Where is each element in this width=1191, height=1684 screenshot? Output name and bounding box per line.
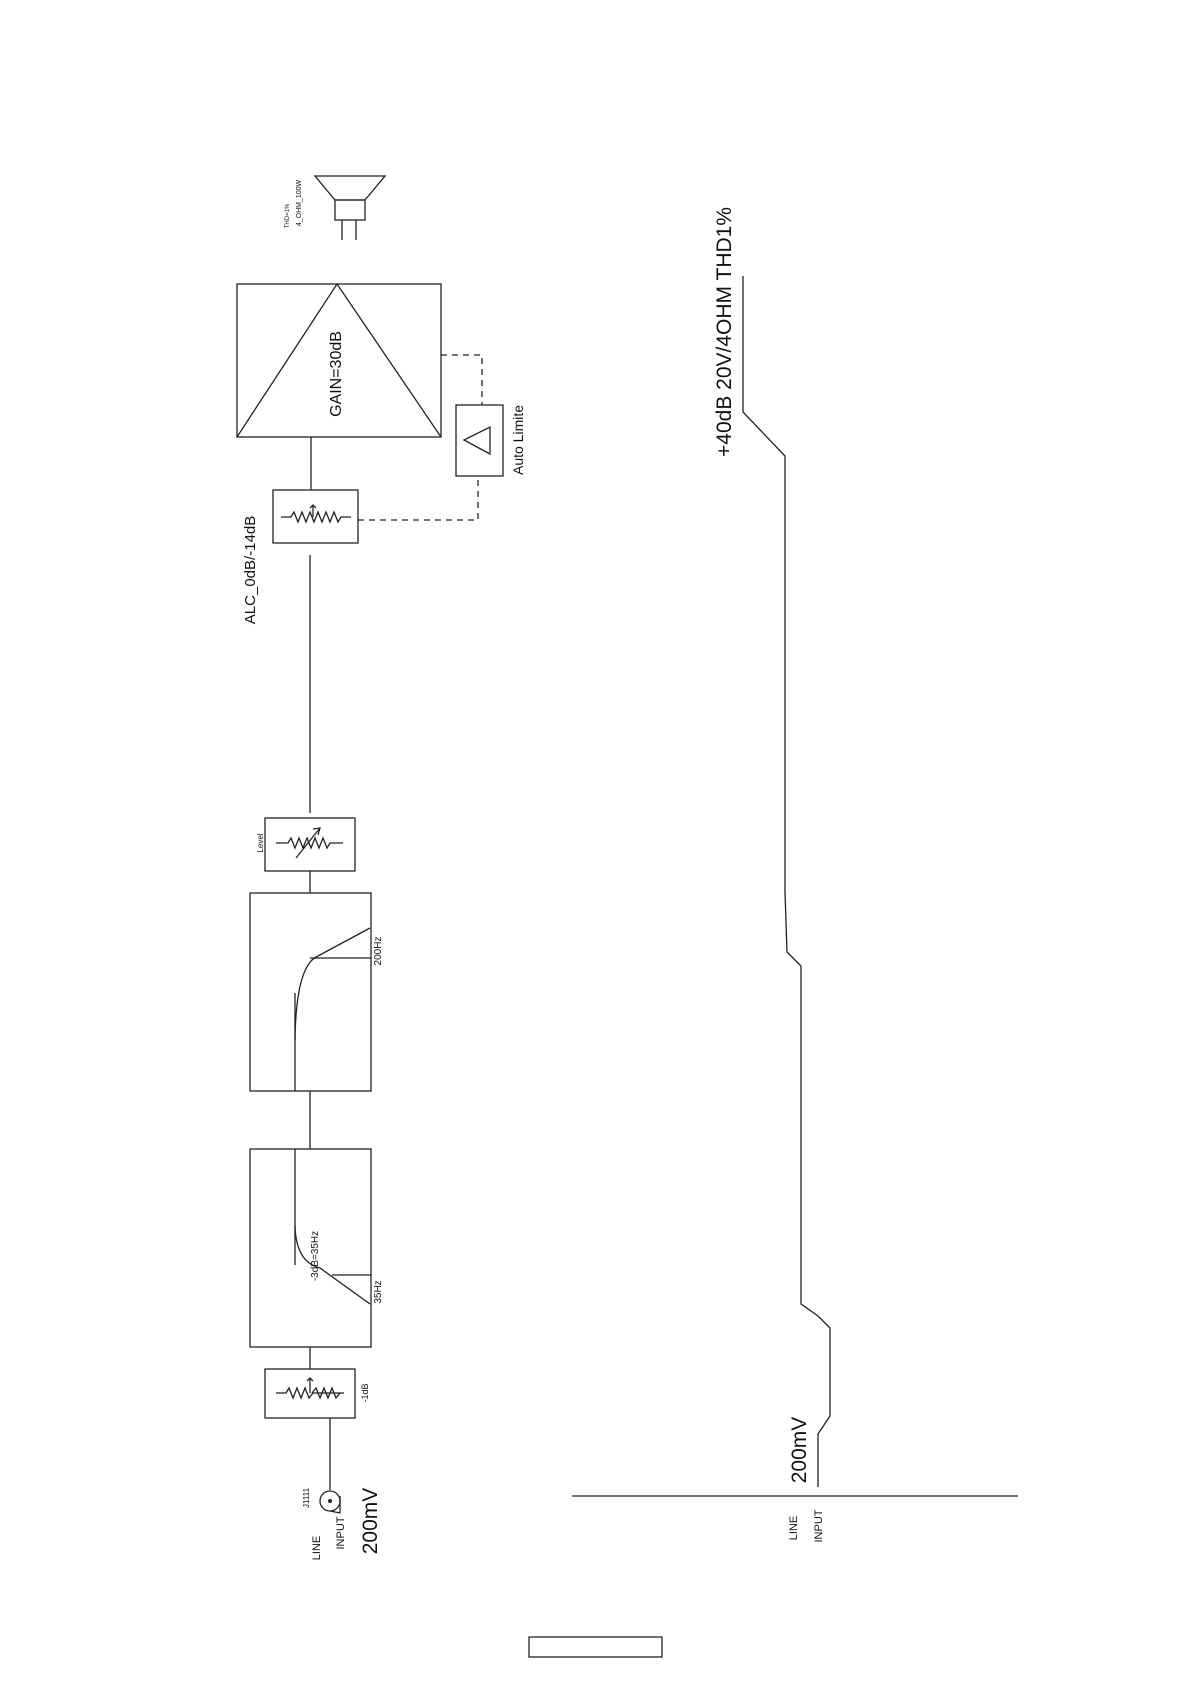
level-control — [265, 818, 355, 871]
input-attenuator — [265, 1369, 355, 1418]
level-diagram — [572, 276, 1018, 1496]
amplifier-gain-label: GAIN=30dB — [328, 331, 345, 417]
hpf-freq-label: 35Hz — [373, 1280, 384, 1303]
lpf-freq-label: 200Hz — [373, 937, 384, 966]
page-number-box — [529, 1637, 662, 1657]
speaker-icon — [315, 176, 385, 240]
input-jack-icon — [320, 1491, 340, 1513]
level-baseline-line-label: LINE — [788, 1516, 800, 1540]
alc-label: ALC_0dB/-14dB — [242, 516, 259, 624]
level-control-label: Level — [256, 833, 265, 852]
input-line-label: LINE — [311, 1536, 323, 1560]
input-connector-ref: J1111 — [302, 1487, 311, 1508]
level-baseline-input-label: INPUT — [813, 1509, 825, 1542]
level-curve — [743, 276, 830, 1487]
hpf-cutoff-label: -3dB=35Hz — [310, 1231, 321, 1281]
alc-block — [273, 490, 358, 543]
input-input-label: INPUT — [335, 1516, 347, 1549]
speaker-rating-label: 4_OHM_100W — [296, 179, 303, 226]
low-pass-filter — [250, 893, 371, 1091]
attenuator-label: -1dB — [360, 1383, 370, 1402]
limiter-label: Auto Limite — [510, 405, 526, 475]
level-end-label: +40dB 20V/4OHM THD1% — [713, 207, 736, 457]
level-start-label: 200mV — [788, 1417, 811, 1484]
input-level-label: 200mV — [359, 1488, 382, 1555]
speaker-thd-label: THD=1% — [285, 203, 291, 228]
